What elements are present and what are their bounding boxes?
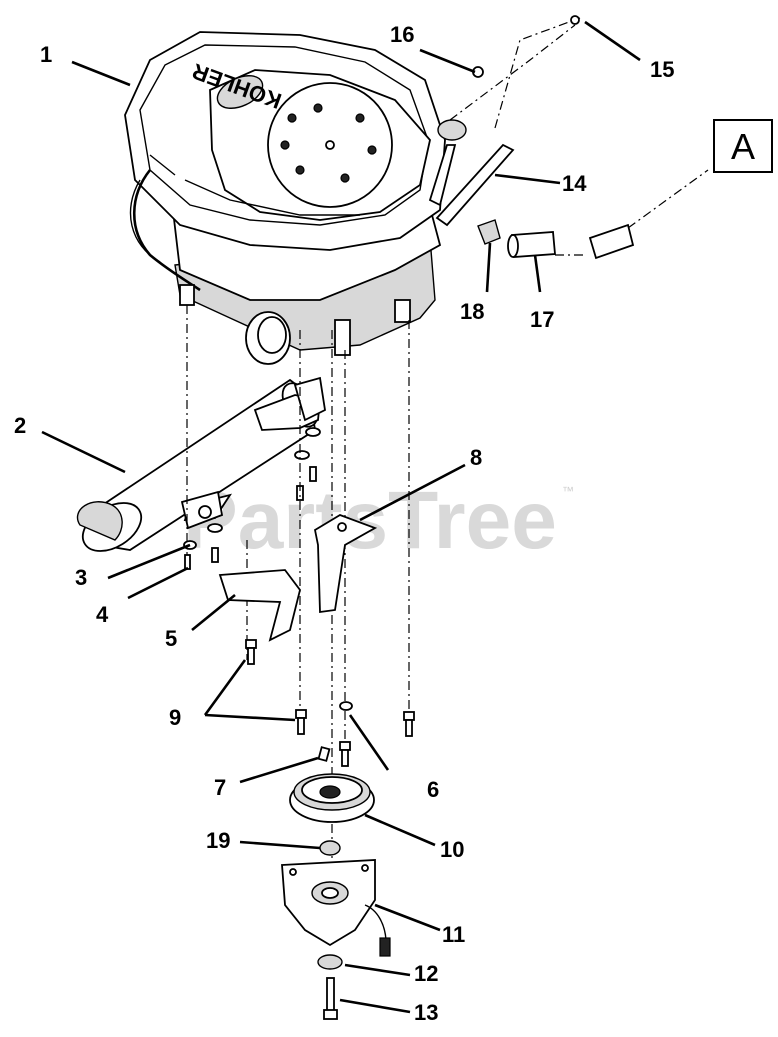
washer-12 <box>317 954 343 970</box>
clamp-18 <box>477 219 501 245</box>
bracket-5 <box>218 569 301 642</box>
callout-3: 3 <box>75 565 87 590</box>
reference-box <box>713 119 773 173</box>
callout-17: 17 <box>530 307 554 332</box>
callout-5: 5 <box>165 626 177 651</box>
callout-19: 19 <box>206 828 230 853</box>
dipstick-tube-14 <box>435 143 515 227</box>
watermark: PartsTree <box>183 475 557 566</box>
spacer-19 <box>319 840 341 856</box>
clutch-plate <box>281 859 391 957</box>
muffler-fasteners <box>183 427 321 570</box>
callout-13: 13 <box>414 1000 438 1025</box>
bracket-8 <box>313 514 378 614</box>
reference-box-label: A <box>731 126 755 167</box>
callout-18: 18 <box>460 299 484 324</box>
callout-9: 9 <box>169 705 181 730</box>
callout-1: 1 <box>40 42 52 67</box>
callout-10: 10 <box>440 837 464 862</box>
callout-8: 8 <box>470 445 482 470</box>
bolt-13 <box>323 977 338 1020</box>
callout-12: 12 <box>414 961 438 986</box>
engine: KOHLER <box>124 31 467 365</box>
pulley <box>289 773 375 823</box>
washer-6 <box>339 701 353 711</box>
watermark-trademark: ™ <box>562 484 574 498</box>
callout-16: 16 <box>390 22 414 47</box>
bolts-9 <box>245 639 415 767</box>
callout-14: 14 <box>562 171 587 196</box>
callout-11: 11 <box>442 922 465 947</box>
leader-lines <box>41 20 641 1014</box>
callout-2: 2 <box>14 413 26 438</box>
callout-15: 15 <box>650 57 674 82</box>
callout-4: 4 <box>96 602 109 627</box>
key-7 <box>317 746 331 762</box>
callout-7: 7 <box>214 775 226 800</box>
callout-numbers: 1 2 3 4 5 6 7 8 9 10 11 12 13 14 15 16 1… <box>14 22 674 1025</box>
callout-6: 6 <box>427 777 439 802</box>
